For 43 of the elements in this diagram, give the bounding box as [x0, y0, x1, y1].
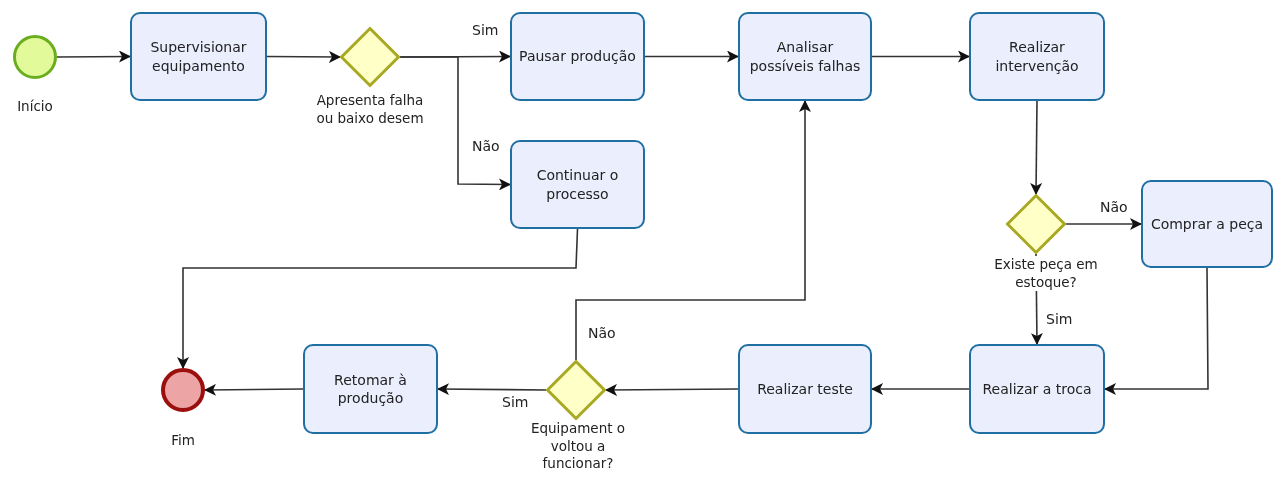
- process-box: [510, 140, 645, 229]
- process-label: Continuar o processo: [535, 166, 620, 203]
- arrow: [871, 50, 970, 63]
- process-label: Realizar a troca: [981, 379, 1093, 399]
- process-label: Pausar produção: [518, 47, 637, 66]
- edge-label: Não: [586, 325, 618, 341]
- process-box: [510, 12, 645, 101]
- process-label: Realizar teste: [756, 379, 854, 399]
- edge-label: Não: [1098, 199, 1130, 215]
- decision-diamond: [340, 27, 400, 87]
- arrow: [266, 50, 341, 63]
- decision-diamond: [1006, 194, 1066, 254]
- process-box: [738, 12, 872, 101]
- arrow: [204, 383, 304, 396]
- start-event-circle: [13, 35, 57, 79]
- arrow: [399, 56, 511, 191]
- arrow: [1065, 218, 1142, 230]
- arrow: [56, 50, 131, 63]
- arrow: [605, 383, 739, 396]
- process-box: [969, 12, 1105, 101]
- process-box: [130, 12, 267, 101]
- process-label: Comprar a peça: [1149, 214, 1265, 234]
- process-label: Supervisionar equipamento: [149, 38, 248, 75]
- process-box: [738, 344, 872, 434]
- arrow: [871, 383, 970, 395]
- arrow: [437, 383, 547, 396]
- arrow: [575, 100, 811, 361]
- process-label: Realizar intervenção: [994, 38, 1080, 75]
- process-label: Retomar à produção: [333, 370, 408, 408]
- edge-label: Sim: [500, 394, 531, 410]
- edge-label: Não: [470, 138, 502, 154]
- edge-label: Sim: [470, 22, 501, 38]
- arrow: [177, 228, 579, 369]
- edge-label: Sim: [1044, 311, 1075, 327]
- process-box: [969, 344, 1105, 434]
- end-event-circle: [161, 368, 205, 412]
- process-box: [1141, 180, 1273, 268]
- process-box: [303, 344, 438, 434]
- arrow: [644, 50, 739, 63]
- process-label: Analisar possíveis falhas: [748, 38, 862, 75]
- decision-diamond: [546, 360, 606, 420]
- arrow: [1104, 267, 1209, 395]
- arrow: [1030, 100, 1043, 195]
